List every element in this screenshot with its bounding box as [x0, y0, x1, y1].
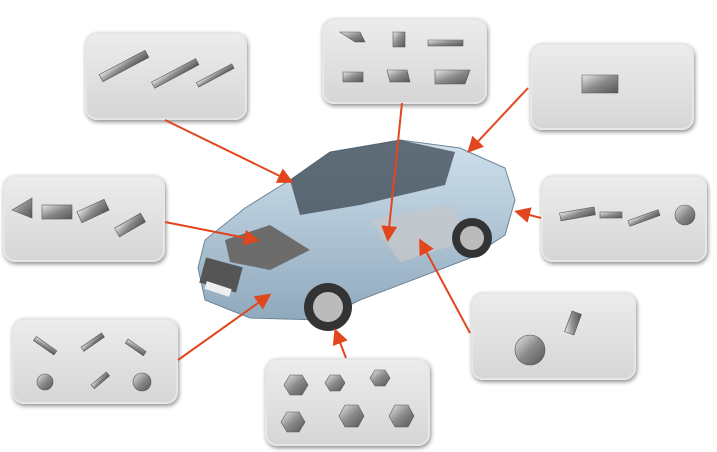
- callout-arrows: [164, 87, 542, 361]
- car-cutaway-image: [197, 139, 516, 331]
- parts-images: [11, 31, 696, 433]
- panel-self-tapping-screws: [12, 318, 178, 404]
- panel-weld-studs: [471, 292, 636, 380]
